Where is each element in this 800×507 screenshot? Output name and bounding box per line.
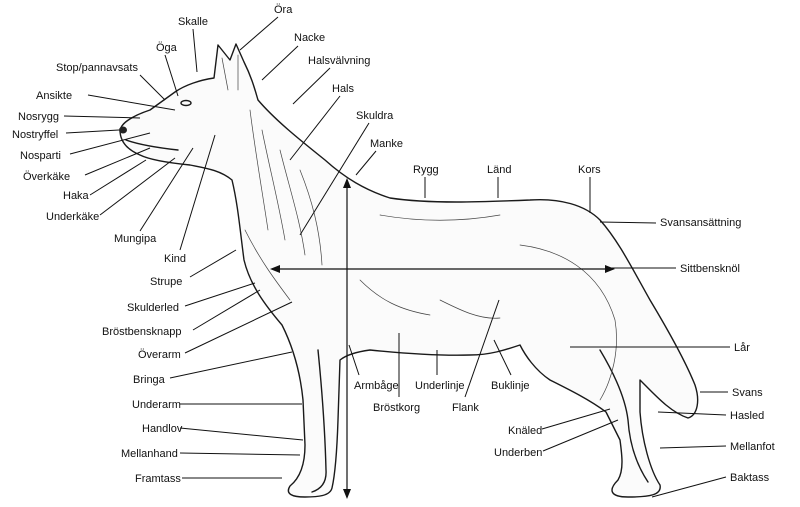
- leader-overkake: [84, 147, 151, 176]
- leader-skuldra: [299, 122, 370, 236]
- label-underkake: Underkäke: [46, 211, 99, 223]
- leader-underben: [542, 419, 619, 452]
- leader-nosparti: [69, 132, 151, 155]
- label-nostryffel: Nostryffel: [12, 129, 58, 141]
- label-halsvalvning: Halsvälvning: [308, 55, 370, 67]
- leader-flank: [464, 299, 500, 398]
- label-lar: Lår: [734, 342, 750, 354]
- leader-manke: [355, 150, 377, 176]
- height-arrow-top: [343, 178, 351, 188]
- label-skulderled: Skulderled: [127, 302, 179, 314]
- leader-underkake: [99, 157, 176, 216]
- dog-neck-fur: [244, 109, 323, 301]
- dog-eye: [180, 99, 192, 107]
- dog-body-outline: [119, 43, 699, 498]
- label-underben: Underben: [494, 447, 542, 459]
- label-mellanfot: Mellanfot: [730, 441, 775, 453]
- label-rygg: Rygg: [413, 164, 439, 176]
- leader-kind: [179, 134, 216, 251]
- leader-knaled: [541, 408, 611, 430]
- leader-armbage: [348, 344, 360, 376]
- part-labels: Skalle Öra Öga Nacke Stop/pannavsats Hal…: [12, 4, 775, 485]
- label-land: Länd: [487, 164, 511, 176]
- leader-handlov: [179, 427, 304, 441]
- leader-baktass: [651, 476, 727, 498]
- label-hals: Hals: [332, 83, 355, 95]
- leader-halsvalvning: [292, 67, 331, 105]
- length-arrow-left: [270, 265, 280, 273]
- dog-body-fur: [359, 214, 501, 319]
- leader-mellanhand: [179, 452, 301, 456]
- label-ora: Öra: [274, 4, 293, 16]
- leader-bringa: [169, 351, 293, 379]
- label-brostkorg: Bröstkorg: [373, 402, 420, 414]
- label-haka: Haka: [63, 190, 90, 202]
- leader-stop: [139, 74, 166, 101]
- leader-ora: [239, 16, 279, 51]
- dog-thigh-line: [519, 244, 617, 401]
- dog-far-foreleg: [311, 349, 327, 493]
- label-underarm: Underarm: [132, 399, 181, 411]
- leader-hasled: [657, 411, 727, 416]
- label-handlov: Handlov: [142, 423, 183, 435]
- leader-haka: [89, 159, 147, 196]
- dog-mouth: [125, 139, 179, 151]
- leader-oga: [164, 54, 179, 97]
- height-arrow-bottom: [343, 489, 351, 499]
- label-kors: Kors: [578, 164, 601, 176]
- dog-illustration: [119, 43, 699, 498]
- label-bringa: Bringa: [133, 374, 166, 386]
- leader-lines: [63, 16, 730, 498]
- label-svans: Svans: [732, 387, 763, 399]
- label-stop: Stop/pannavsats: [56, 62, 138, 74]
- label-knaled: Knäled: [508, 425, 542, 437]
- label-underlinje: Underlinje: [415, 380, 465, 392]
- label-framtass: Framtass: [135, 473, 181, 485]
- leader-ansikte: [87, 94, 176, 111]
- label-mungipa: Mungipa: [114, 233, 157, 245]
- label-overarm: Överarm: [138, 349, 181, 361]
- label-ansikte: Ansikte: [36, 90, 72, 102]
- leader-mungipa: [139, 147, 194, 232]
- leader-hals: [289, 95, 341, 161]
- label-brostbensknapp: Bröstbensknapp: [102, 326, 182, 338]
- label-buklinje: Buklinje: [491, 380, 530, 392]
- label-skuldra: Skuldra: [356, 110, 394, 122]
- label-hasled: Hasled: [730, 410, 764, 422]
- leader-svansansattning: [599, 221, 657, 224]
- label-svansansattning: Svansansättning: [660, 217, 741, 229]
- label-oga: Öga: [156, 42, 178, 54]
- dog-nose: [119, 126, 127, 134]
- label-strupe: Strupe: [150, 276, 182, 288]
- leader-nosrygg: [63, 115, 141, 119]
- leader-nacke: [261, 45, 299, 81]
- length-arrow-right: [605, 265, 615, 273]
- leader-nostryffel: [65, 129, 120, 134]
- label-nacke: Nacke: [294, 32, 325, 44]
- leader-skalle: [192, 28, 198, 73]
- label-baktass: Baktass: [730, 472, 770, 484]
- label-flank: Flank: [452, 402, 479, 414]
- label-armbage: Armbåge: [354, 380, 399, 392]
- label-manke: Manke: [370, 138, 403, 150]
- label-sittbensknol: Sittbensknöl: [680, 263, 740, 275]
- label-kind: Kind: [164, 253, 186, 265]
- leader-skulderled: [184, 282, 256, 307]
- dog-far-hindleg: [599, 349, 649, 483]
- label-nosparti: Nosparti: [20, 150, 61, 162]
- label-skalle: Skalle: [178, 16, 208, 28]
- label-nosrygg: Nosrygg: [18, 111, 59, 123]
- leader-mellanfot: [659, 445, 727, 449]
- label-overkake: Överkäke: [23, 171, 70, 183]
- leader-strupe: [189, 249, 237, 278]
- leader-buklinje: [493, 339, 512, 376]
- measurement-lines: [270, 178, 615, 499]
- dog-ear-inner: [221, 54, 239, 91]
- label-mellanhand: Mellanhand: [121, 448, 178, 460]
- leader-brostbensknapp: [192, 289, 261, 331]
- leader-overarm: [184, 301, 293, 354]
